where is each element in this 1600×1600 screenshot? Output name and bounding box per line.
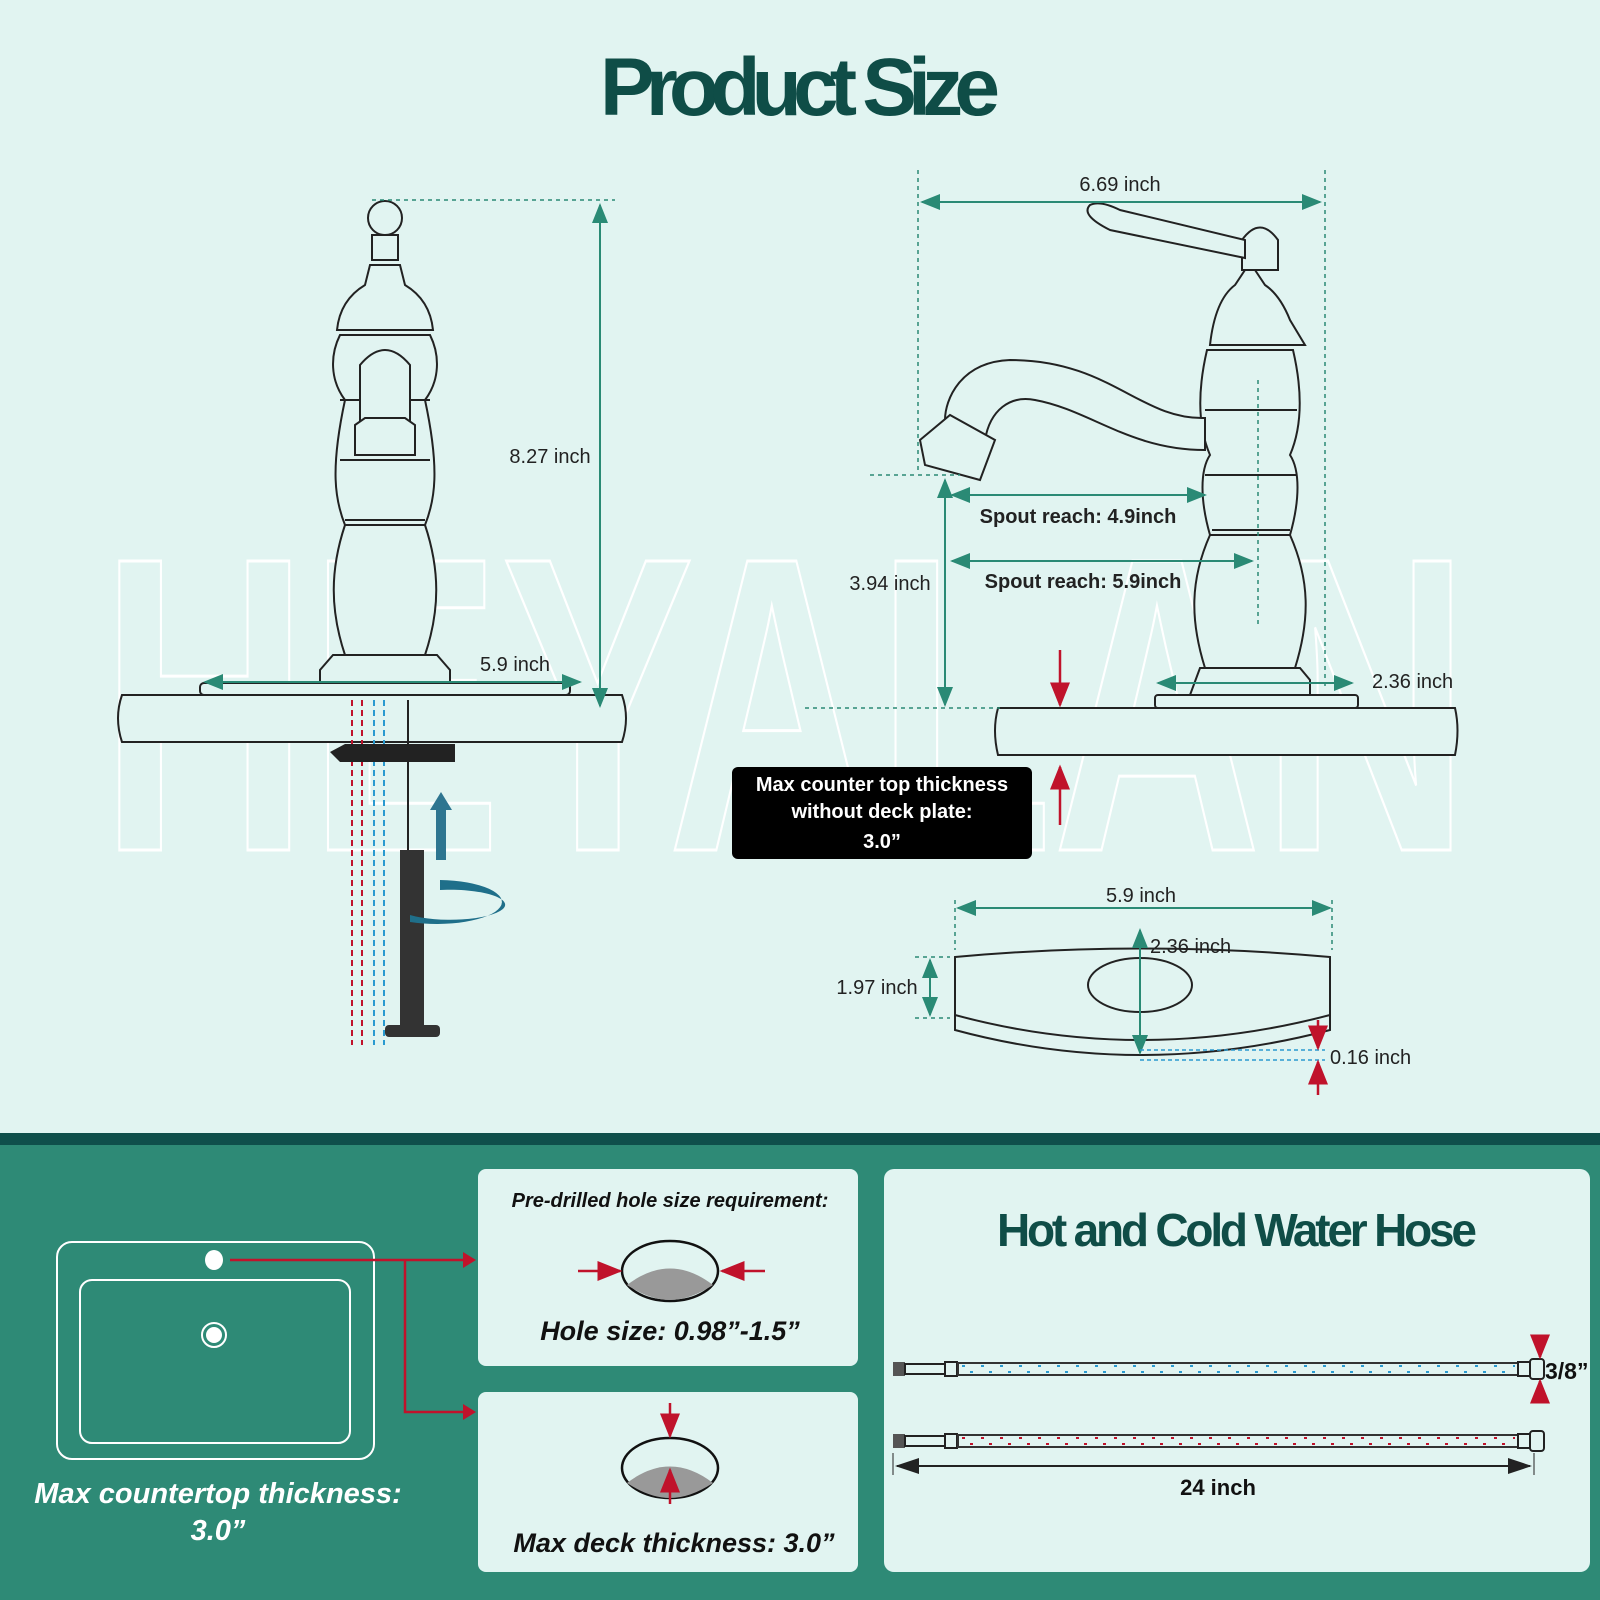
- hose-length-label: 24 inch: [1180, 1475, 1256, 1500]
- plate-depth-label: 2.36 inch: [1150, 936, 1231, 958]
- plate-thickness-label: 0.16 inch: [1330, 1047, 1411, 1069]
- plate-hole-height-label: 1.97 inch: [836, 977, 917, 999]
- spout-reach-2-label: Spout reach: 5.9inch: [985, 571, 1182, 593]
- spout-height-label: 3.94 inch: [849, 573, 930, 595]
- divider-stripe: [0, 1133, 1600, 1145]
- front-base-width-label: 5.9 inch: [480, 654, 550, 676]
- hole-size-card: Pre-drilled hole size requirement: Hole …: [478, 1169, 858, 1366]
- hole-card-heading: Pre-drilled hole size requirement:: [512, 1190, 829, 1212]
- hose-diameter-label: 3/8”: [1545, 1358, 1588, 1384]
- hose-card: Hot and Cold Water Hose 3/8” 24 inch: [884, 1169, 1590, 1572]
- spout-reach-1-label: Spout reach: 4.9inch: [980, 506, 1177, 528]
- faucet-side-view: [918, 202, 1459, 756]
- deck-thickness-card: Max deck thickness: 3.0”: [478, 1392, 858, 1572]
- front-height-label: 8.27 inch: [509, 446, 590, 468]
- up-arrow-icon: [430, 792, 452, 860]
- countertop-callout: Max counter top thickness without deck p…: [732, 767, 1032, 859]
- deck-thickness-value: Max deck thickness: 3.0”: [513, 1528, 835, 1558]
- hot-water-hose: [893, 1430, 1545, 1452]
- plate-width-label: 5.9 inch: [1106, 885, 1176, 907]
- callout-line1: Max counter top thickness: [756, 774, 1008, 796]
- hose-title: Hot and Cold Water Hose: [997, 1204, 1477, 1256]
- page-title: Product Size: [600, 42, 1000, 133]
- rotate-arrow-icon: [410, 880, 506, 924]
- side-width-label: 6.69 inch: [1079, 174, 1160, 196]
- deck-plate-diagram: [954, 947, 1331, 1056]
- sink-caption-line1: Max countertop thickness:: [34, 1478, 401, 1510]
- faucet-front-view: [117, 200, 627, 1045]
- countertop-right: [994, 707, 1459, 756]
- callout-line3: 3.0”: [863, 831, 901, 853]
- deck-plate-front: [199, 682, 571, 696]
- side-base-width-label: 2.36 inch: [1372, 671, 1453, 693]
- callout-line2: without deck plate:: [790, 801, 972, 823]
- countertop-left: [117, 694, 627, 743]
- sink-caption-line2: 3.0”: [191, 1515, 246, 1547]
- sink-illustration: [56, 1241, 476, 1460]
- hole-size-value: Hole size: 0.98”-1.5”: [540, 1316, 800, 1346]
